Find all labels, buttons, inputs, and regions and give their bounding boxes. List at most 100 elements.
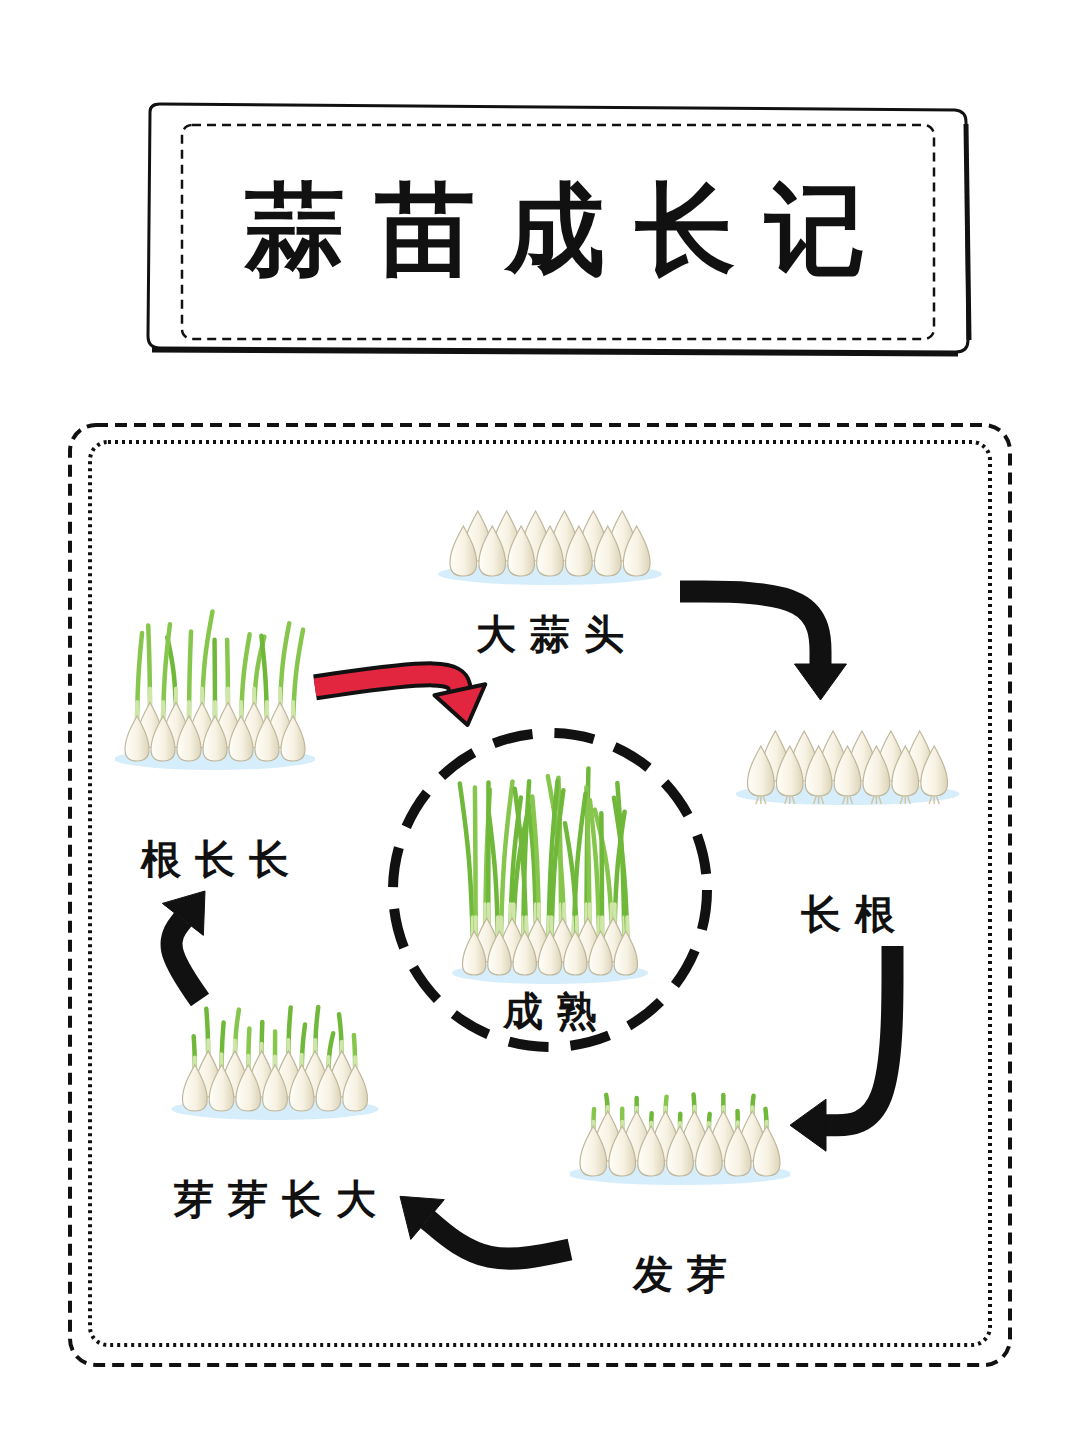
stage-label: 芽芽长大 [150, 1175, 400, 1223]
garlic-root [821, 795, 824, 804]
sprout [280, 623, 289, 707]
sprout [241, 634, 250, 721]
sprout [552, 790, 564, 936]
garlic-clove [177, 716, 201, 761]
garlic-clove [614, 931, 637, 975]
sprout [486, 783, 491, 924]
garlic-clove [863, 746, 890, 796]
garlic-clove [609, 1126, 636, 1176]
garlic-clove [638, 1126, 665, 1176]
stage-picture [115, 600, 315, 775]
garlic-clove [255, 716, 279, 761]
sprout [489, 813, 498, 936]
arrow-head [434, 684, 485, 725]
sprout [328, 1033, 333, 1069]
garlic-root [814, 795, 817, 804]
garlic-root [900, 795, 903, 804]
garlic-clove [623, 526, 650, 576]
garlic-clove [316, 1065, 341, 1111]
arrow-shaft [680, 592, 821, 664]
sprout [261, 636, 267, 721]
arrow-head [795, 664, 847, 700]
sprout [590, 800, 599, 936]
arrow-shaft [428, 1220, 570, 1259]
garlic-clove [488, 931, 511, 975]
sprout [212, 640, 217, 721]
stage-label: 发芽 [570, 1250, 790, 1298]
garlic-clove [463, 931, 486, 975]
sprout [293, 630, 303, 721]
panel-outer-dashed [70, 425, 1010, 1365]
garlic-root [907, 795, 910, 804]
sprout [460, 783, 473, 936]
arrow-shaft [826, 946, 893, 1125]
garlic-root [843, 795, 846, 804]
stage-label: 根长长 [115, 835, 315, 883]
garlic-root [936, 795, 939, 804]
stage-picture [150, 1000, 400, 1125]
sprout [614, 798, 627, 937]
sprout [565, 823, 577, 936]
garlic-root [847, 795, 849, 804]
garlic-clove [508, 526, 535, 576]
growth-stage: 发芽 [570, 1080, 790, 1306]
garlic-root [929, 795, 932, 804]
garlic-clove [696, 1126, 723, 1176]
stage-label: 大蒜头 [420, 610, 680, 658]
flow-arrow [315, 674, 485, 725]
garlic-illustration [570, 1094, 790, 1185]
garlic-clove [183, 1065, 208, 1111]
sprout [515, 789, 526, 937]
title-frame-shadow [152, 350, 958, 354]
flow-arrow [400, 1196, 570, 1258]
garlic-clove [209, 1065, 234, 1111]
sprout [225, 640, 230, 708]
stage-picture [735, 700, 960, 810]
sprout [235, 1010, 239, 1056]
garlic-root [933, 795, 935, 804]
garlic-root [789, 795, 791, 804]
garlic-root [850, 795, 853, 804]
garlic-clove [805, 746, 832, 796]
garlic-clove [236, 1065, 261, 1111]
garlic-clove [203, 716, 227, 761]
garlic-clove [580, 1126, 607, 1176]
sprout [599, 813, 604, 936]
garlic-root [905, 795, 907, 804]
sprout [248, 1029, 249, 1070]
garlic-clove [776, 746, 803, 796]
garlic-clove [564, 931, 587, 975]
garlic-root [792, 795, 795, 804]
flow-arrow [162, 891, 205, 1000]
arrow-head [400, 1196, 444, 1239]
sprout [288, 1007, 290, 1055]
sprout [315, 1007, 318, 1056]
sprout [202, 611, 212, 707]
title-frame-shadow [966, 124, 969, 340]
stage-picture [570, 1080, 790, 1190]
garlic-root [818, 795, 820, 804]
panel-inner-dotted [90, 442, 990, 1345]
sprout [148, 626, 150, 708]
flow-arrow [790, 946, 893, 1151]
garlic-clove [538, 931, 561, 975]
garlic-clove [281, 716, 305, 761]
garlic-clove [513, 931, 536, 975]
garlic-root [756, 795, 759, 804]
garlic-illustration [736, 731, 960, 805]
flow-arrow [680, 592, 847, 700]
garlic-root [871, 795, 874, 804]
garlic-clove [724, 1126, 751, 1176]
garlic-clove [667, 1126, 694, 1176]
growth-stage: 芽芽长大 [150, 1000, 400, 1231]
sprout [302, 1025, 305, 1070]
growth-stage: 根长长 [115, 600, 315, 891]
garlic-illustration [438, 511, 662, 585]
garlic-clove [594, 526, 621, 576]
arrow-head [790, 1099, 826, 1151]
stage-label: 长根 [735, 890, 960, 938]
garlic-clove [450, 526, 477, 576]
garlic-clove [125, 716, 149, 761]
garlic-root [878, 795, 881, 804]
garlic-clove [834, 746, 861, 796]
